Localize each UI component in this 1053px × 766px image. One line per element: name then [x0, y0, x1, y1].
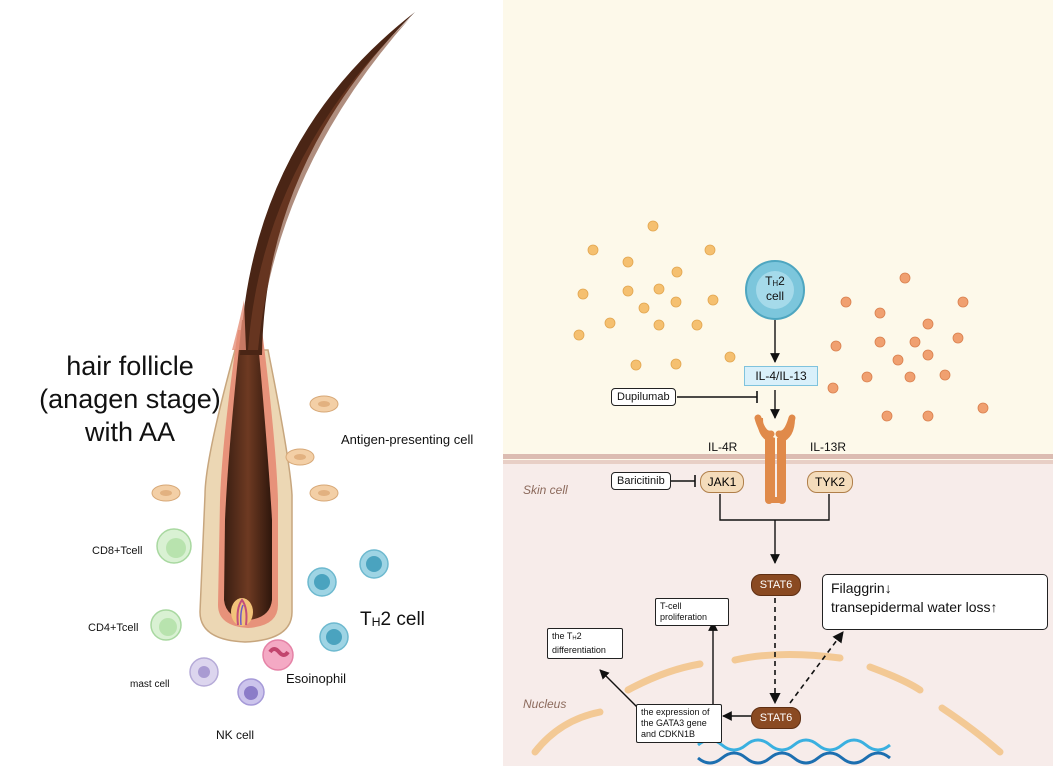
cd8-nucleus — [166, 538, 186, 558]
eosinophil-nucleus — [268, 647, 290, 657]
cd4-label: CD4+Tcell — [88, 622, 139, 634]
eosinophil-label: Esoinophil — [286, 671, 346, 686]
nucleus-label: Nucleus — [523, 697, 567, 711]
gata3-expression-box: the expression of the GATA3 gene and CDK… — [636, 704, 722, 743]
jak1-node: JAK1 — [700, 471, 744, 493]
il4-particles — [573, 220, 736, 371]
baricitinib-box: Baricitinib — [611, 472, 671, 490]
stat6-nucleus: STAT6 — [751, 707, 801, 729]
cd4-nucleus — [159, 618, 177, 636]
filaggrin-box: Filaggrin↓ transepidermal water loss↑ — [822, 574, 1048, 630]
hair-shaft-highlight — [248, 18, 410, 350]
dna-helix — [697, 738, 891, 765]
water-loss-text: transepidermal water loss↑ — [831, 599, 998, 615]
dermal-papilla — [231, 598, 253, 626]
apc-label: Antigen-presenting cell — [341, 432, 474, 447]
th2-node-label: TH2 cell — [765, 274, 785, 303]
dashed-arrow-to-filaggrin — [789, 631, 844, 704]
follicle-title-line2: (anagen stage) — [39, 384, 221, 414]
il13-particles — [827, 272, 989, 422]
extracellular-space — [503, 0, 1053, 462]
il4r-label: IL-4R — [708, 440, 738, 454]
follicle-lining — [232, 300, 246, 350]
follicle-title-line3: with AA — [84, 417, 176, 447]
cytokine-box: IL-4/IL-13 — [744, 366, 818, 386]
apc-nuclei — [160, 401, 330, 496]
tyk2-node: TYK2 — [807, 471, 853, 493]
th2-differentiation-box: the TH2 differentiation — [547, 628, 623, 659]
eosinophil-cell — [262, 639, 294, 671]
dupilumab-box: Dupilumab — [611, 388, 676, 406]
th2-cell-nucleus — [756, 271, 794, 309]
papilla-vessel-2 — [240, 604, 244, 626]
stat6-cytoplasm: STAT6 — [751, 574, 801, 596]
il13r-label: IL-13R — [810, 440, 847, 454]
nuclear-envelope — [531, 650, 1004, 756]
mast-cell-nucleus — [198, 666, 210, 678]
nk-cell-label: NK cell — [216, 728, 255, 742]
hair-shaft — [240, 12, 415, 355]
follicle-title-line1: hair follicle — [66, 351, 194, 381]
th2-label: TH2 cell — [360, 609, 425, 630]
follicle-title: hair follicle (anagen stage) with AA — [10, 350, 250, 449]
hair-bulb — [224, 320, 272, 620]
filaggrin-text: Filaggrin↓ — [831, 580, 892, 596]
th2-cells-left — [307, 549, 389, 652]
arrow-to-th2-diff — [599, 669, 643, 713]
nk-cell-nucleus — [244, 686, 258, 700]
papilla-vessel — [236, 598, 248, 626]
mast-cell-label: mast cell — [130, 679, 170, 690]
tcell-proliferation-box: T-cell proliferation — [655, 598, 729, 626]
cd8-label: CD8+Tcell — [92, 545, 143, 557]
skin-cell-label: Skin cell — [523, 483, 568, 497]
receptor-complex — [754, 414, 796, 504]
